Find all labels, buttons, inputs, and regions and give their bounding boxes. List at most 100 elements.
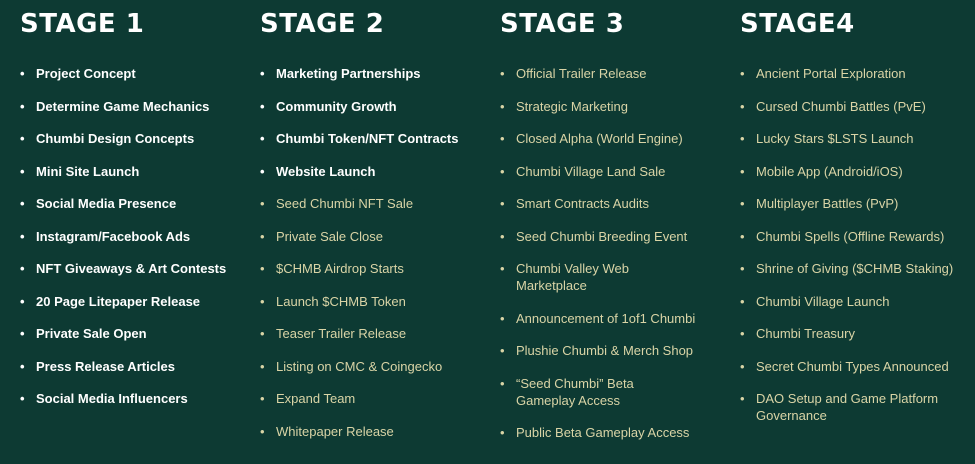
roadmap-item: • Chumbi Treasury xyxy=(740,325,953,342)
roadmap-item: •Secret Chumbi Types Announced xyxy=(740,358,953,375)
roadmap-item: •Launch $CHMB Token xyxy=(260,293,458,310)
bullet-icon: • xyxy=(20,131,25,146)
roadmap-item-text: Chumbi Village Land Sale xyxy=(516,163,666,179)
roadmap-item-text: Strategic Marketing xyxy=(516,98,628,114)
bullet-icon: • xyxy=(20,326,25,341)
bullet-icon: • xyxy=(500,375,505,391)
bullet-icon: • xyxy=(20,66,25,81)
roadmap-item-text: Official Trailer Release xyxy=(516,66,647,81)
roadmap-item: • Marketing Partnerships xyxy=(260,65,458,82)
stage-list: • Ancient Portal Exploration • Cursed Chumb… xyxy=(740,65,953,424)
roadmap-item: •Chumbi Spells (Offline Rewards) xyxy=(740,228,953,245)
roadmap-item-text: Instagram/Facebook Ads xyxy=(36,228,191,244)
bullet-icon: • xyxy=(20,391,25,406)
roadmap-item: • Chumbi Village Launch xyxy=(740,293,953,310)
roadmap-item-text: Private Sale Open xyxy=(36,326,147,341)
bullet-icon: • xyxy=(740,163,745,179)
roadmap-item: •Website Launch xyxy=(260,163,458,180)
bullet-icon: • xyxy=(260,66,265,81)
roadmap-item-text: Teaser Trailer Release xyxy=(276,326,407,341)
stage-title: STAGE 3 xyxy=(500,9,625,39)
roadmap-item-text: Announcement of 1of1 Chumbi xyxy=(516,310,696,326)
roadmap-item-text: Website Launch xyxy=(276,163,376,179)
roadmap-item: •Social Media Presence xyxy=(20,195,226,212)
roadmap-item-text: Chumbi Spells (Offline Rewards) xyxy=(756,228,945,244)
roadmap-item: • Social Media Influencers xyxy=(20,390,226,407)
bullet-icon: • xyxy=(20,98,25,114)
roadmap-item-text: Community Growth xyxy=(276,98,397,114)
bullet-icon: • xyxy=(740,293,745,309)
roadmap-item: • Lucky Stars $LSTS Launch xyxy=(740,130,953,147)
roadmap-item-text: Lucky Stars $LSTS Launch xyxy=(756,131,914,146)
bullet-icon: • xyxy=(260,196,265,211)
roadmap-item-text: Seed Chumbi NFT Sale xyxy=(276,196,414,211)
roadmap-item: • Private Sale Close xyxy=(260,228,458,245)
bullet-icon: • xyxy=(740,131,745,146)
roadmap-item-text: Ancient Portal Exploration xyxy=(756,66,906,81)
roadmap-item-text: Social Media Influencers xyxy=(36,391,188,406)
stage-title: STAGE4 xyxy=(740,9,855,39)
roadmap-item-text: Chumbi Token/NFT Contracts xyxy=(276,131,459,146)
bullet-icon: • xyxy=(20,293,25,309)
roadmap-item: •NFT Giveaways & Art Contests xyxy=(20,260,226,277)
roadmap-item-text: Cursed Chumbi Battles (PvE) xyxy=(756,98,926,114)
roadmap-item-text: Press Release Articles xyxy=(36,358,176,374)
roadmap-item-text: Private Sale Close xyxy=(276,228,383,244)
roadmap-item-text: Shrine of Giving ($CHMB Staking) xyxy=(756,261,954,276)
roadmap-item-text: Smart Contracts Audits xyxy=(516,196,649,211)
roadmap-item: •Instagram/Facebook Ads xyxy=(20,228,226,245)
bullet-icon: • xyxy=(260,228,265,244)
roadmap-item-text: 20 Page Litepaper Release xyxy=(36,293,201,309)
roadmap-item: • Seed Chumbi NFT Sale xyxy=(260,195,458,212)
bullet-icon: • xyxy=(740,66,745,81)
roadmap-item-text: Mobile App (Android/iOS) xyxy=(756,163,903,179)
bullet-icon: • xyxy=(500,343,505,358)
bullet-icon: • xyxy=(260,98,265,114)
roadmap-item-text: Seed Chumbi Breeding Event xyxy=(516,228,688,244)
bullet-icon: • xyxy=(260,131,265,146)
stage-list: • Official Trailer Release • Strategic Mark… xyxy=(500,65,695,441)
roadmap-item: • Community Growth xyxy=(260,98,458,115)
stage-title: STAGE 1 xyxy=(20,9,145,39)
roadmap-item-text: Whitepaper Release xyxy=(276,423,394,439)
roadmap-item-text: Multiplayer Battles (PvP) xyxy=(756,196,899,211)
bullet-icon: • xyxy=(740,98,745,114)
roadmap-item-text: DAO Setup and Game Platform xyxy=(756,391,939,406)
bullet-icon: • xyxy=(500,228,505,244)
roadmap-item: •Project Concept xyxy=(20,65,226,82)
bullet-icon: • xyxy=(740,391,745,406)
roadmap-item: • Mobile App (Android/iOS) xyxy=(740,163,953,180)
roadmap-item-text: Chumbi Design Concepts xyxy=(36,131,195,146)
roadmap-item: •Chumbi Village Land Sale xyxy=(500,163,695,180)
bullet-icon: • xyxy=(740,326,745,341)
roadmap-item-text: Marketing Partnerships xyxy=(276,66,421,81)
roadmap-item-text: Chumbi Treasury xyxy=(756,326,855,341)
roadmap-item: •Whitepaper Release xyxy=(260,423,458,440)
bullet-icon: • xyxy=(500,261,505,276)
roadmap-item: • Cursed Chumbi Battles (PvE) xyxy=(740,98,953,115)
roadmap-item-text: NFT Giveaways & Art Contests xyxy=(36,261,227,276)
roadmap-item-text: Plushie Chumbi & Merch Shop xyxy=(516,343,694,358)
roadmap-item-text: Chumbi Village Launch xyxy=(756,293,890,309)
roadmap-item: •$CHMB Airdrop Starts xyxy=(260,260,458,277)
roadmap-item: • Multiplayer Battles (PvP) xyxy=(740,195,953,212)
roadmap-item: • Chumbi Token/NFT Contracts xyxy=(260,130,458,147)
roadmap-item: •Public Beta Gameplay Access xyxy=(500,424,695,441)
roadmap-item: • Private Sale Open xyxy=(20,325,226,342)
roadmap-item: • 20 Page Litepaper Release xyxy=(20,293,226,310)
roadmap-item-text: Listing on CMC & Coingecko xyxy=(276,358,443,374)
roadmap-item: • Shrine of Giving ($CHMB Staking) xyxy=(740,260,953,277)
roadmap-item-text: Mini Site Launch xyxy=(36,163,140,179)
bullet-icon: • xyxy=(500,196,505,211)
roadmap-item-text: Gameplay Access xyxy=(516,392,621,408)
roadmap-item-text: Marketplace xyxy=(516,278,587,293)
roadmap-item-text: Launch $CHMB Token xyxy=(276,293,406,309)
bullet-icon: • xyxy=(740,196,745,211)
bullet-icon: • xyxy=(740,261,745,276)
roadmap-item: •Determine Game Mechanics xyxy=(20,98,226,115)
bullet-icon: • xyxy=(500,98,505,114)
bullet-icon: • xyxy=(500,66,505,81)
